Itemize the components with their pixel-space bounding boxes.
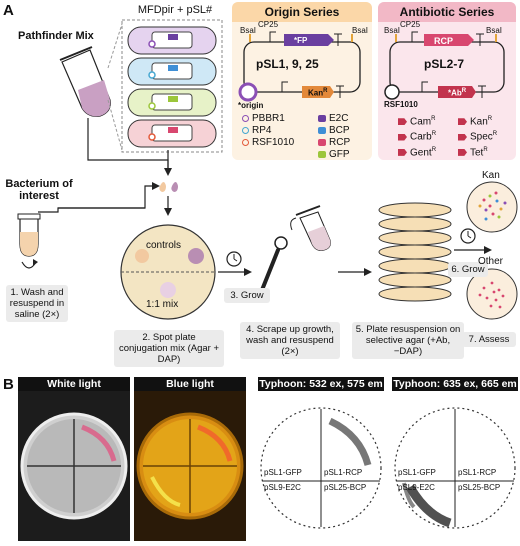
- origin-legend-left: PBBR1 RP4 RSF1010: [242, 113, 294, 149]
- marker-gent-icon: [398, 148, 407, 156]
- t532-label-rcp: pSL1-RCP: [324, 468, 363, 477]
- step-6-label: 6. Grow: [448, 262, 488, 277]
- origin-plasmid-name: pSL1, 9, 25: [256, 57, 319, 71]
- other-plate-icon: [466, 268, 518, 320]
- blue-light-photo: [134, 391, 246, 541]
- t532-label-e2c: pSL9-E2C: [264, 483, 301, 492]
- origin-series-panel: [232, 2, 372, 160]
- origin-bsal-left: BsaI: [240, 26, 257, 35]
- rcp-icon: [318, 138, 326, 146]
- legend-gfp: GFP: [318, 149, 350, 161]
- typhoon-635-title: Typhoon: 635 ex, 665 em: [392, 377, 518, 391]
- t635-label-bcp: pSL25-BCP: [458, 483, 501, 492]
- pathfinder-tube-icon: [59, 46, 111, 117]
- bacterium-tube-icon: [17, 213, 41, 257]
- t532-label-bcp: pSL25-BCP: [324, 483, 367, 492]
- origin-bsal-right: BsaI: [352, 26, 369, 35]
- bcp-icon: [318, 126, 326, 134]
- mfd-label: MFDpir + pSL#: [137, 4, 213, 16]
- marker-cam-icon: [398, 118, 407, 126]
- legend-cam: CamR: [398, 113, 436, 128]
- origin-plasmid-diagram: [238, 31, 361, 102]
- cell-blue-icon: [127, 57, 217, 86]
- antibiotic-cp25: CP25: [400, 20, 421, 29]
- origin-fp-label: *FP: [294, 36, 308, 45]
- legend-kan: KanR: [458, 113, 497, 128]
- antibiotic-plasmid-name: pSL2-7: [424, 57, 465, 71]
- typhoon-532-title: Typhoon: 532 ex, 575 em: [258, 377, 384, 391]
- panel-a-drawing: [17, 19, 518, 320]
- typhoon-532-scan: pSL1-GFP pSL1-RCP pSL9-E2C pSL25-BCP: [258, 391, 384, 541]
- timer-icon-1: [226, 251, 242, 267]
- origin-cp25: CP25: [258, 20, 279, 29]
- mix-label: 1:1 mix: [146, 299, 179, 310]
- origin-kan-label: KanR: [308, 88, 328, 98]
- cell-red-icon: [127, 119, 217, 148]
- antibiotic-ab-label: *AbR: [448, 88, 467, 98]
- antibiotic-bsal-left: BsaI: [384, 26, 401, 35]
- step-7-label: 7. Assess: [462, 332, 516, 347]
- step-1-label: 1. Wash and resuspend in saline (2×): [6, 285, 68, 322]
- pbbr1-ori-icon: [242, 114, 249, 122]
- marker-spec-icon: [458, 133, 467, 141]
- pathfinder-mix-label: Pathfinder Mix: [18, 30, 94, 42]
- e2c-icon: [318, 114, 326, 122]
- legend-tet: TetR: [458, 144, 497, 159]
- step-2-label: 2. Spot plate conjugation mix (Agar + DA…: [114, 330, 224, 367]
- panel-a-letter: A: [3, 2, 14, 19]
- antibiotic-bsal-right: BsaI: [486, 26, 503, 35]
- white-light-photo: [18, 391, 130, 541]
- t532-label-gfp: pSL1-GFP: [264, 468, 302, 477]
- origin-origin-label: *origin: [238, 101, 264, 110]
- other-plate-label: Other: [478, 256, 504, 267]
- antibiotic-legend-left: CamR CarbR GentR: [398, 113, 436, 159]
- kan-plate-icon: [466, 181, 518, 233]
- step-5-label: 5. Plate resuspension on selective agar …: [352, 322, 464, 359]
- t635-label-rcp: pSL1-RCP: [458, 468, 497, 477]
- legend-rcp: RCP: [318, 137, 350, 149]
- legend-gent: GentR: [398, 144, 436, 159]
- origin-legend-right: E2C BCP RCP GFP: [318, 113, 350, 161]
- plate-stack-icon: [378, 202, 452, 302]
- typhoon-635-scan: pSL1-GFP pSL1-RCP pSL9-E2C pSL25-BCP: [392, 391, 518, 541]
- antibiotic-legend-right: KanR SpecR TetR: [458, 113, 497, 159]
- bacterium-label: Bacterium of interest: [5, 178, 73, 202]
- gfp-icon: [318, 150, 326, 158]
- marker-kan-icon: [458, 118, 467, 126]
- marker-carb-icon: [398, 133, 407, 141]
- cell-purple-icon: [127, 26, 217, 55]
- marker-tet-icon: [458, 148, 467, 156]
- antibiotic-series-title: Antibiotic Series: [378, 2, 516, 22]
- blue-light-title: Blue light: [134, 377, 246, 391]
- legend-carb: CarbR: [398, 128, 436, 143]
- legend-spec: SpecR: [458, 128, 497, 143]
- legend-e2c: E2C: [318, 113, 350, 125]
- cell-green-icon: [127, 88, 217, 117]
- origin-series-title: Origin Series: [232, 2, 372, 22]
- timer-icon-2: [460, 228, 476, 244]
- antibiotic-rsf-label: RSF1010: [384, 100, 418, 109]
- legend-bcp: BCP: [318, 125, 350, 137]
- step-3-label: 3. Grow: [224, 288, 270, 303]
- kan-plate-label: Kan: [482, 170, 500, 181]
- controls-label: controls: [146, 240, 182, 251]
- t635-label-gfp: pSL1-GFP: [398, 468, 436, 477]
- antibiotic-rcp-label: RCP: [434, 36, 454, 46]
- step-4-label: 4. Scrape up growth, wash and resuspend …: [240, 322, 340, 359]
- rp4-ori-icon: [242, 126, 249, 134]
- legend-pbbr1: PBBR1: [242, 113, 294, 125]
- panel-b-letter: B: [3, 376, 14, 393]
- spot-plate-icon: [120, 224, 216, 320]
- legend-rp4: RP4: [242, 125, 294, 137]
- antibiotic-plasmid-diagram: [384, 31, 505, 100]
- legend-rsf1010: RSF1010: [242, 137, 294, 149]
- scrape-loop-icon: [256, 205, 331, 302]
- white-light-title: White light: [18, 377, 130, 391]
- t635-label-e2c: pSL9-E2C: [398, 483, 435, 492]
- rsf1010-ori-icon: [242, 138, 249, 146]
